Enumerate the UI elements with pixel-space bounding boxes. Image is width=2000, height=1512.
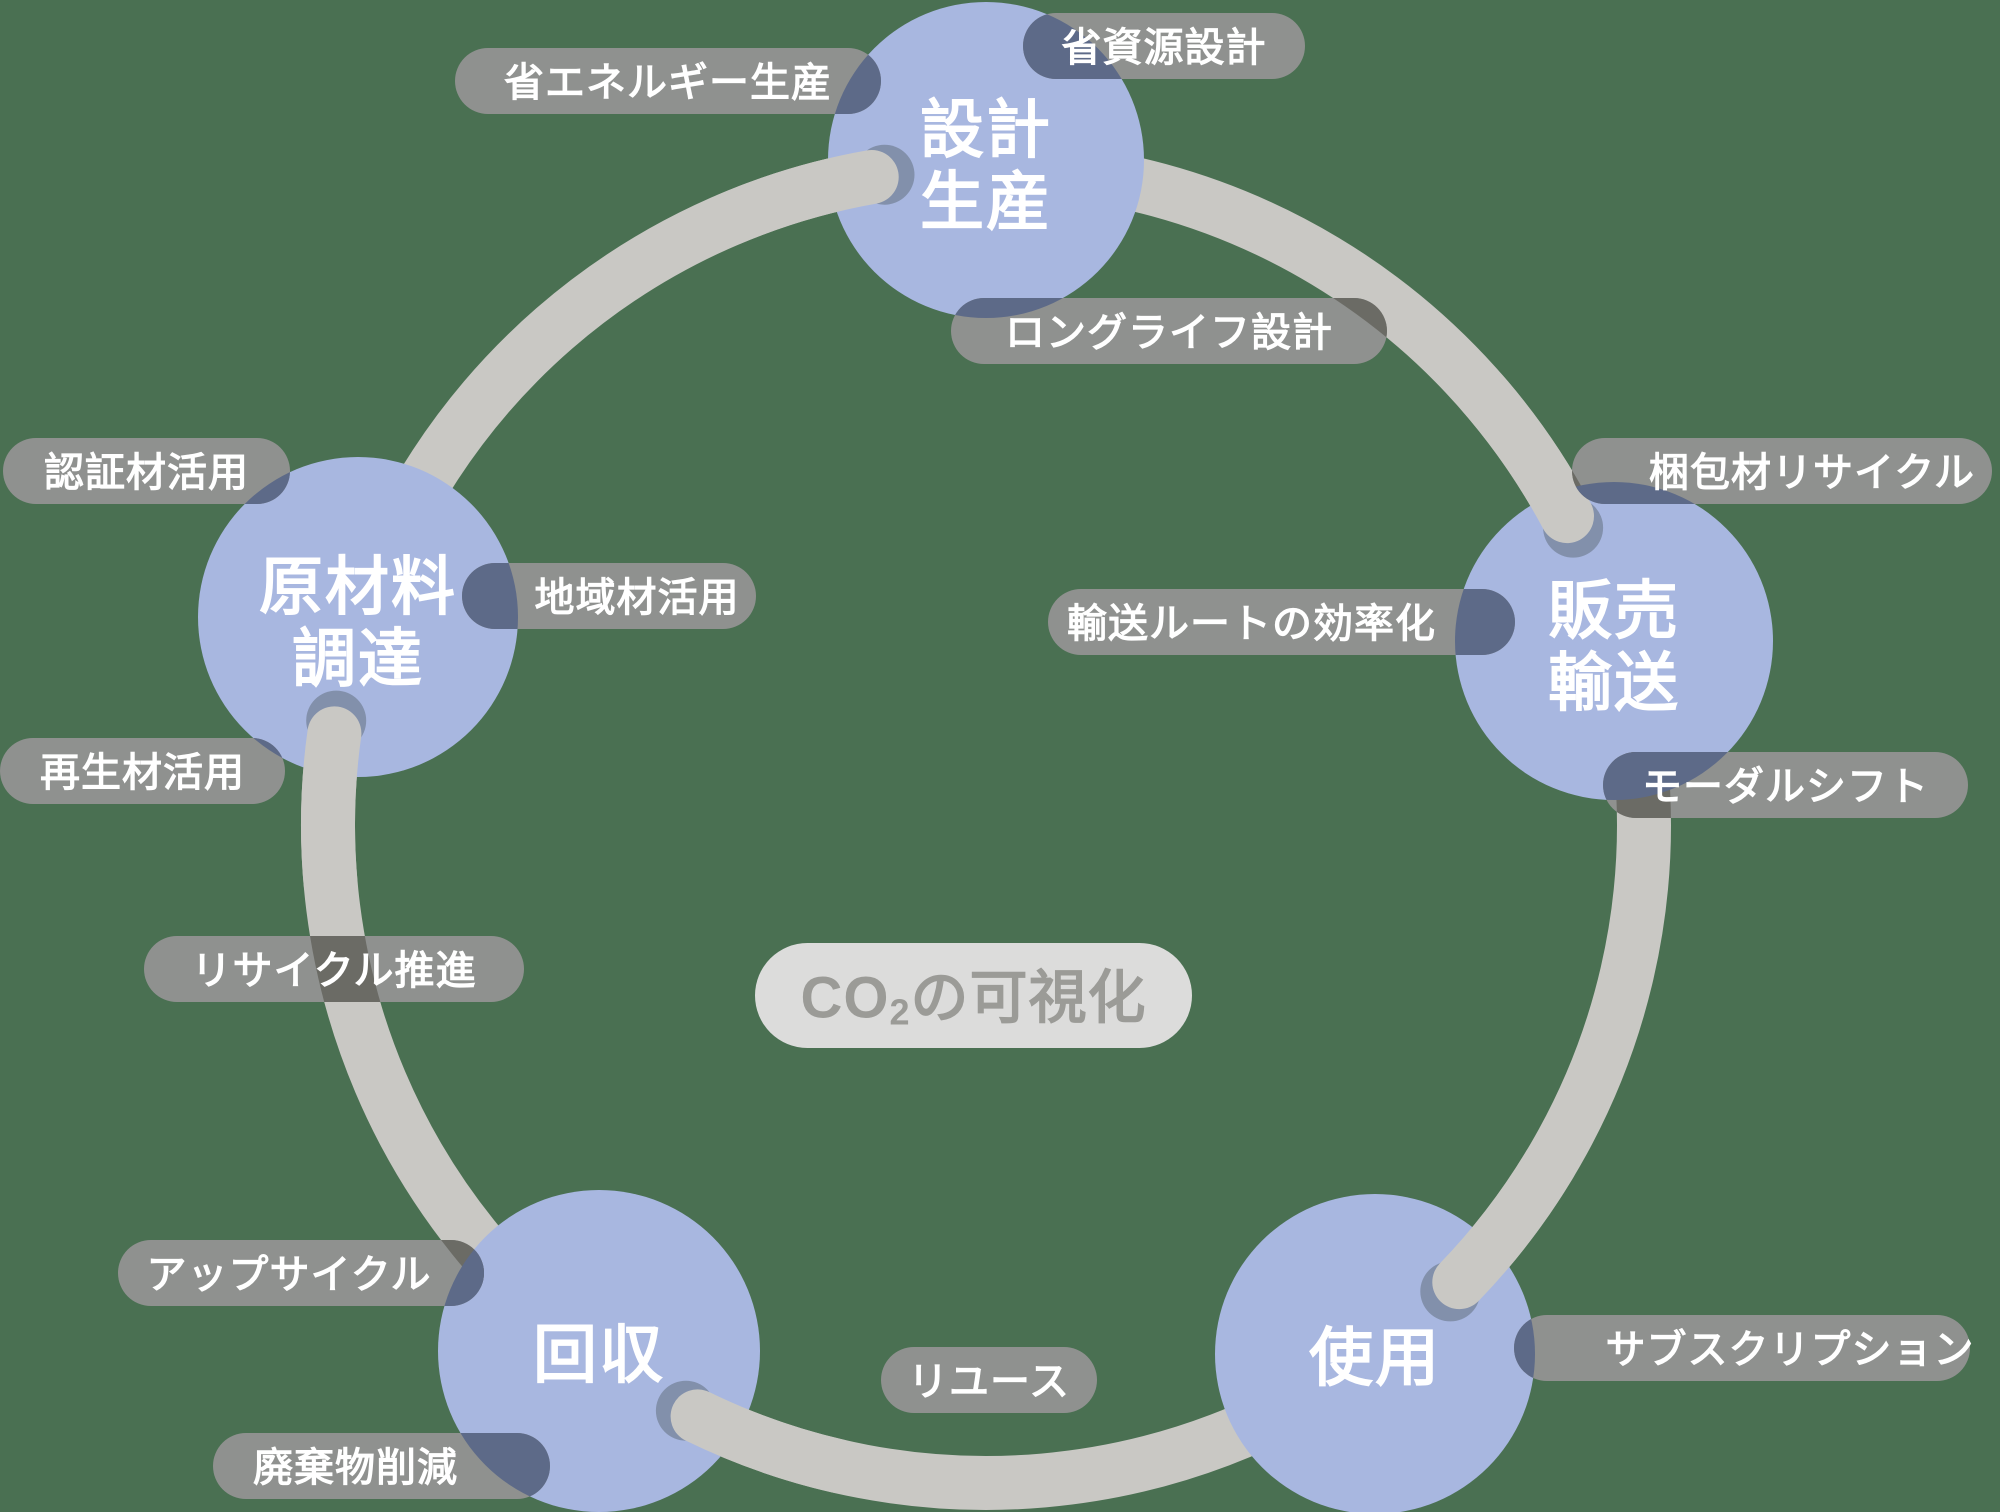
arc-cap-genzairyo — [301, 706, 362, 910]
pill-label-haikibutsu: 廃棄物削減 — [253, 1446, 458, 1490]
pill-arc-overlap-shoene — [455, 48, 881, 114]
center-pill: CO2の可視化 — [755, 943, 1192, 1048]
pill-konpo: 梱包材リサイクル — [1572, 438, 1992, 504]
pill-label-konpo: 梱包材リサイクル — [1649, 451, 1975, 495]
pill-haikibutsu: 廃棄物削減 — [213, 1433, 550, 1499]
arc-cap-kaishu — [670, 1389, 865, 1494]
center-pill-bg — [755, 943, 1192, 1048]
pill-arc-overlap-recycle-suishin — [144, 936, 524, 1002]
pill-reuse: リユース — [881, 1347, 1097, 1413]
pill-arc-overlap-upcycle — [118, 1240, 484, 1306]
node-label-shiyo-line1: 使用 — [1309, 1322, 1441, 1394]
pill-arc-overlap-reuse — [881, 1347, 1097, 1413]
pill-shoene: 省エネルギー生産 — [455, 48, 881, 114]
pill-arc-overlap-chiiki — [462, 563, 756, 629]
pill-label-chiiki: 地域材活用 — [535, 576, 740, 620]
node-label-kaishu-line1: 回収 — [533, 1319, 665, 1391]
pill-arc-overlap-haikibutsu — [213, 1433, 550, 1499]
pill-label-modal-shift: モーダルシフト — [1642, 765, 1929, 809]
arc-cap-sekkei — [701, 150, 899, 247]
pill-label-shoene: 省エネルギー生産 — [504, 61, 832, 105]
pill-yuso-route: 輸送ルートの効率化 — [1048, 589, 1515, 655]
arc-cap-shiyo — [1432, 1136, 1577, 1310]
pill-arc-overlap-konpo — [1572, 438, 1992, 504]
node-circles — [198, 2, 1773, 1512]
pill-label-upcycle: アップサイクル — [147, 1253, 432, 1297]
pill-arc-overlap-longlife — [951, 298, 1387, 364]
pill-label-recycle-suishin: リサイクル推進 — [192, 949, 477, 993]
node-circle-sekkei — [828, 2, 1144, 318]
label-pills: 省エネルギー生産 省資源設計ロングライフ設計梱包材リサイクル輸送ルートの効率化モー… — [0, 13, 1992, 1499]
pill-chiiki: 地域材活用 — [462, 563, 756, 629]
pill-upcycle: アップサイクル — [118, 1240, 484, 1306]
pill-ninsho: 認証材活用 — [3, 438, 290, 504]
center-pill-label: CO2の可視化 — [800, 965, 1146, 1032]
pill-label-ninsho: 認証材活用 — [44, 451, 249, 495]
pill-label-yuso-route: 輸送ルートの効率化 — [1067, 602, 1436, 646]
pill-label-saisei: 再生材活用 — [40, 751, 245, 795]
pill-label-subscription: サブスクリプション — [1606, 1327, 1975, 1372]
node-label-sekkei-line1: 設計 — [920, 94, 1052, 166]
pill-label-longlife: ロングライフ設計 — [1005, 311, 1333, 355]
pill-modal-shift: モーダルシフト — [1603, 752, 1968, 818]
node-label-hanbai-line1: 販売 — [1548, 575, 1680, 647]
pill-longlife: ロングライフ設計 — [951, 298, 1387, 364]
pill-arc-overlap-ninsho — [3, 438, 290, 504]
pill-shoshigen: 省資源設計 — [1023, 13, 1305, 79]
pill-recycle-suishin: リサイクル推進 — [144, 936, 524, 1002]
pill-saisei: 再生材活用 — [0, 738, 285, 804]
pill-arc-overlap-subscription — [1514, 1315, 1970, 1381]
node-circle-hanbai — [1455, 482, 1773, 800]
pill-circle-overlap-modal-shift — [1603, 752, 1773, 800]
pill-label-reuse: リユース — [908, 1360, 1070, 1404]
pill-subscription: サブスクリプション — [1514, 1315, 1975, 1381]
ring-arc-caps — [301, 144, 1604, 1494]
pill-label-shoshigen: 省資源設計 — [1062, 26, 1267, 70]
node-label-genzairyo-line2: 調達 — [292, 623, 424, 695]
node-label-genzairyo-line1: 原材料 — [259, 551, 457, 623]
pill-arc-overlap-saisei — [0, 738, 285, 804]
node-label-sekkei-line2: 生産 — [920, 166, 1052, 238]
arc-cap-hanbai — [1455, 366, 1594, 544]
node-circle-genzairyo — [198, 457, 518, 777]
node-label-hanbai-line2: 輸送 — [1548, 647, 1680, 719]
pill-arc-overlap-yuso-route — [1048, 589, 1515, 655]
